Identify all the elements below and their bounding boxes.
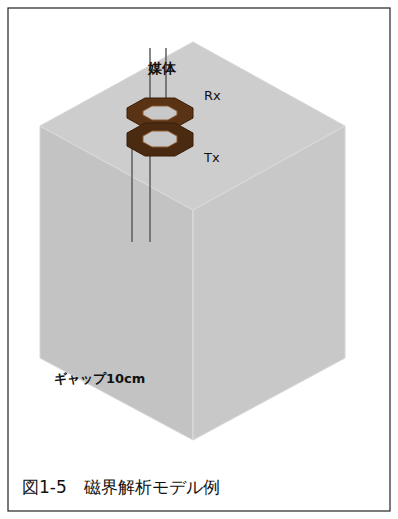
part-label: Rx bbox=[204, 88, 221, 103]
dimension-label: ギャップ10cm bbox=[54, 370, 145, 388]
medium-label: 媒体 bbox=[148, 60, 176, 78]
medium-cube bbox=[40, 42, 345, 440]
part-label: Tx bbox=[204, 150, 220, 165]
frame bbox=[8, 8, 390, 511]
tx-coil bbox=[127, 123, 193, 156]
figure-caption: 図1-5 磁界解析モデル例 bbox=[22, 476, 220, 499]
